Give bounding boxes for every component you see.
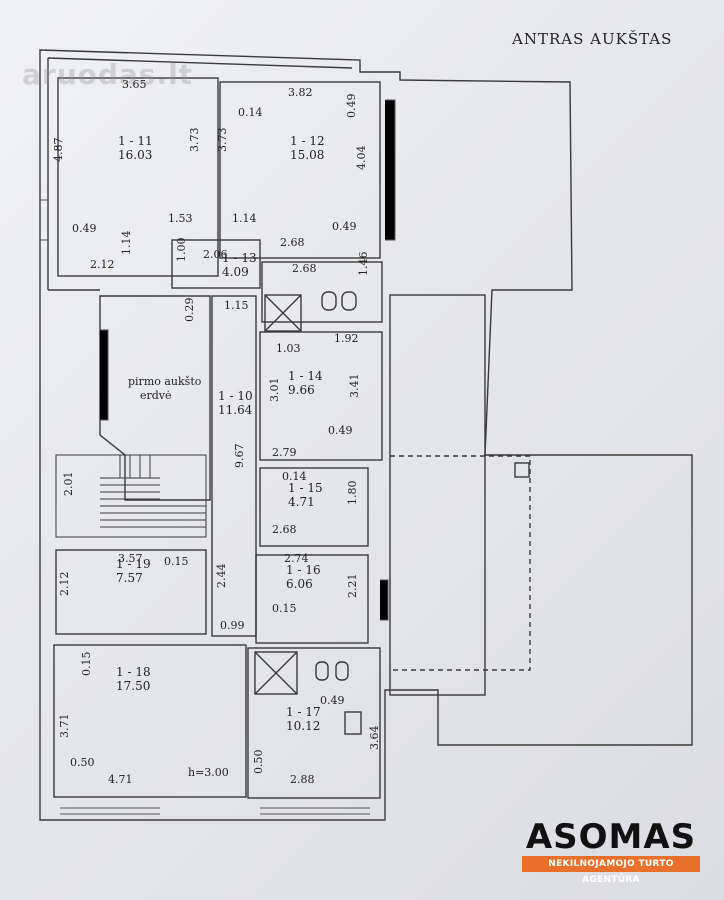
stair-void-label: pirmo aukšto [128,375,202,388]
room-1-13-outline [171,239,261,289]
dimension-label: 0.49 [345,94,358,119]
room-id: 1 - 13 [222,251,257,265]
dimension-label: 2.12 [90,258,115,271]
room-id: 1 - 18 [116,665,151,679]
dimension-label: 0.50 [70,756,95,769]
dimension-label: 0.49 [328,424,353,437]
dimension-label: 0.49 [332,220,357,233]
dimension-label: 1.46 [357,252,370,277]
logo-tagline: NEKILNOJAMOJO TURTO AGENTŪRA [548,859,674,885]
room-area: 10.12 [286,719,320,733]
room-id: 1 - 17 [286,705,321,719]
dimension-label: 0.99 [220,619,245,632]
terrace-outline [389,294,486,696]
dimension-label: 2.68 [292,262,317,275]
dimension-label: 3.73 [188,128,201,153]
dimension-label: 1.14 [120,231,133,256]
stair-void-label: erdvė [140,389,172,402]
dimension-label: 2.68 [272,523,297,536]
logo-brand: ASOMAS [525,817,697,857]
room-id: 1 - 11 [118,134,153,148]
dimension-label: 3.82 [288,86,313,99]
dimension-label: 2.06 [203,248,228,261]
dimension-label: 0.50 [252,750,265,775]
dimension-label: 4.04 [355,146,368,171]
dimension-label: 4.71 [108,773,133,786]
logo-tagline-bar: NEKILNOJAMOJO TURTO AGENTŪRA [522,856,700,885]
dimension-label: 1.92 [334,332,359,345]
dimension-label: 0.29 [183,298,196,323]
dimension-label: 0.15 [80,652,93,677]
dimension-label: 9.67 [233,444,246,469]
dimension-label: 0.14 [282,470,307,483]
room-id: 1 - 15 [288,481,323,495]
room-area: 4.09 [222,265,249,279]
room-area: 16.03 [118,148,152,162]
room-1-15-outline [259,467,369,547]
dimension-label: 3.71 [58,714,71,739]
dimension-label: 0.49 [320,694,345,707]
room-1-18-outline [53,644,247,798]
height-note: h=3.00 [188,766,229,779]
room-id: 1 - 14 [288,369,323,383]
dimension-label: 1.03 [276,342,301,355]
dimension-label: 2.79 [272,446,297,459]
room-area: 4.71 [288,495,315,509]
room-area: 7.57 [116,571,143,585]
room-1-14-outline [259,331,383,461]
terrace-dashed [390,455,531,671]
room-id: 1 - 12 [290,134,325,148]
room-1-12-outline [219,81,381,259]
dimension-label: 1.14 [232,212,257,225]
dimension-label: 0.15 [272,602,297,615]
dimension-label: 3.73 [216,128,229,153]
room-area: 11.64 [218,403,253,417]
watermark-text: aruodas.lt [22,58,194,91]
room-area: 6.06 [286,577,313,591]
room-area: 17.50 [116,679,150,693]
dimension-label: 3.65 [122,78,147,91]
agency-logo: ASOMAS NEKILNOJAMOJO TURTO AGENTŪRA [520,817,702,885]
room-id: 1 - 16 [286,563,321,577]
dimension-label: 1.53 [168,212,193,225]
dimension-label: 3.57 [118,552,143,565]
room-id: 1 - 10 [218,389,253,403]
dimension-label: 2.44 [215,564,228,589]
dimension-label: 1.00 [175,238,188,263]
room-1-19-outline [55,549,207,635]
dimension-label: 3.01 [268,378,281,403]
outer-wall-inner [47,57,353,291]
room-area: 9.66 [288,383,315,397]
stair-void-outline [99,295,211,501]
room-1-16-outline [255,554,369,644]
shaft-bottom [254,651,298,695]
dimension-label: 3.64 [368,726,381,751]
dimension-label: 2.68 [280,236,305,249]
dimension-label: 2.74 [284,552,309,565]
dimension-label: 0.49 [72,222,97,235]
room-1-17-outline [247,647,381,799]
corridor-1-10-outline [211,295,257,637]
wc-top-outline [261,261,383,323]
staircase [55,454,207,538]
dimension-label: 3.41 [348,374,361,399]
shaft-top [264,294,302,332]
dimension-label: 1.15 [224,299,249,312]
dimension-label: 0.14 [238,106,263,119]
dimension-label: 2.12 [58,572,71,597]
dimension-label: 0.15 [164,555,189,568]
dimension-label: 1.80 [346,481,359,506]
room-area: 15.08 [290,148,324,162]
dimension-label: 4.87 [52,138,65,163]
dimension-label: 2.21 [346,574,359,599]
room-1-11-outline [57,77,219,277]
dimension-label: 2.01 [62,472,75,497]
dimension-label: 2.88 [290,773,315,786]
room-id: 1 - 19 [116,557,151,571]
floor-title: ANTRAS AUKŠTAS [512,30,673,48]
